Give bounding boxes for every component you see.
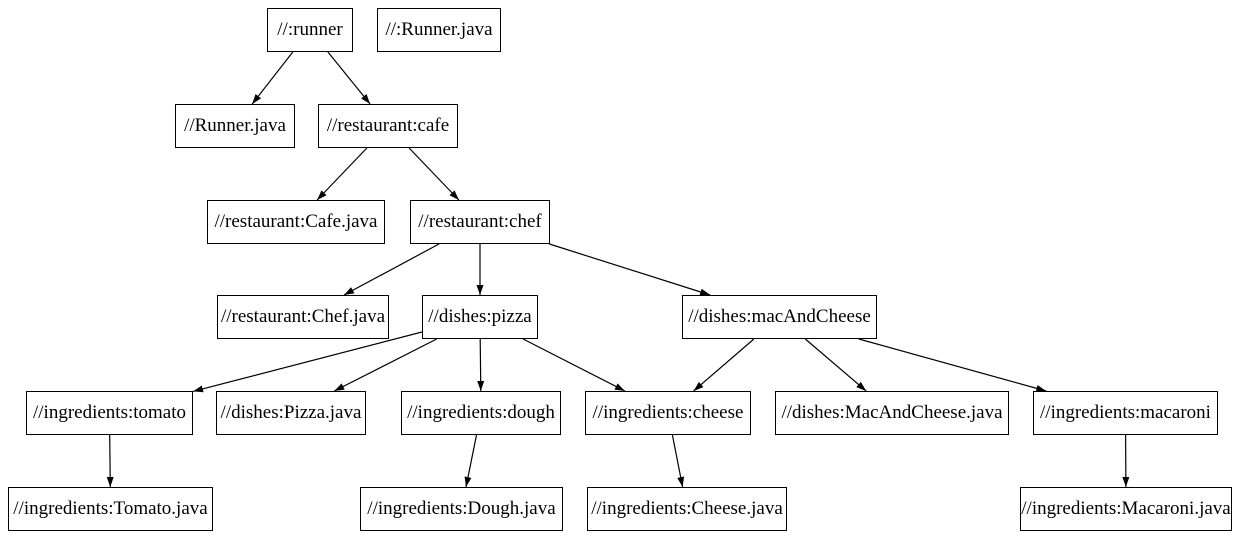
graph-node-label: //ingredients:macaroni: [1040, 402, 1211, 423]
graph-node-label: //ingredients:dough: [407, 402, 555, 423]
graph-node-cafe-java-file: //restaurant:Cafe.java: [207, 200, 385, 244]
graph-node-cafe: //restaurant:cafe: [318, 104, 458, 148]
graph-node-pizza-java-file: //dishes:Pizza.java: [216, 391, 366, 435]
graph-node-label: //ingredients:Macaroni.java: [1021, 498, 1231, 519]
graph-node-dough-java-file: //ingredients:Dough.java: [360, 487, 563, 531]
graph-node-label: //dishes:MacAndCheese.java: [781, 402, 1003, 423]
graph-node-chef-java-file: //restaurant:Chef.java: [217, 295, 389, 339]
graph-node-target-runner: //:runner: [267, 8, 353, 52]
graph-edge-target-runner-to-cafe: [327, 51, 371, 105]
graph-node-tomato: //ingredients:tomato: [26, 391, 193, 435]
graph-node-label: //ingredients:Tomato.java: [13, 498, 208, 519]
graph-node-label: //restaurant:chef: [418, 211, 542, 232]
graph-edge-tomato-to-tomato-java-file: [106, 434, 114, 488]
graph-node-dough: //ingredients:dough: [401, 391, 561, 435]
graph-edge-dough-to-dough-java-file: [464, 434, 478, 488]
graph-node-chef: //restaurant:chef: [410, 200, 550, 244]
graph-node-label: //:Runner.java: [385, 19, 493, 40]
graph-node-label: //ingredients:Dough.java: [367, 498, 556, 519]
graph-edge-cafe-to-chef: [408, 147, 460, 201]
graph-node-label: //restaurant:cafe: [326, 115, 450, 136]
graph-node-label: //ingredients:Cheese.java: [591, 498, 783, 519]
graph-node-label: //Runner.java: [184, 115, 286, 136]
graph-node-mac-and-cheese-java-file: //dishes:MacAndCheese.java: [775, 391, 1009, 435]
graph-edge-pizza-to-cheese: [522, 338, 626, 392]
graph-edge-target-runner-to-runner-java-file: [251, 51, 294, 105]
graph-node-runner-java-file: //Runner.java: [175, 104, 295, 148]
graph-edge-cheese-to-cheese-java-file: [671, 434, 685, 488]
graph-edge-pizza-to-dough: [477, 338, 485, 392]
graph-node-label: //ingredients:cheese: [592, 402, 744, 423]
graph-node-runner-java-target: //:Runner.java: [377, 8, 501, 52]
graph-edge-mac-and-cheese-to-mac-and-cheese-java-file: [804, 338, 867, 392]
graph-node-label: //dishes:macAndCheese: [688, 306, 871, 327]
graph-node-label: //restaurant:Cafe.java: [214, 211, 378, 232]
graph-node-pizza: //dishes:pizza: [422, 295, 538, 339]
graph-edge-mac-and-cheese-to-cheese: [693, 338, 755, 392]
graph-node-label: //restaurant:Chef.java: [220, 306, 386, 327]
graph-node-cheese-java-file: //ingredients:Cheese.java: [587, 487, 787, 531]
graph-edge-pizza-to-tomato: [192, 331, 423, 393]
graph-node-tomato-java-file: //ingredients:Tomato.java: [8, 487, 213, 531]
graph-edge-chef-to-chef-java-file: [343, 243, 440, 296]
graph-node-label: //:runner: [277, 19, 343, 40]
graph-node-mac-and-cheese: //dishes:macAndCheese: [682, 295, 877, 339]
graph-edge-mac-and-cheese-to-macaroni: [858, 338, 1047, 392]
graph-node-label: //dishes:Pizza.java: [220, 402, 362, 423]
graph-node-macaroni-java-file: //ingredients:Macaroni.java: [1020, 487, 1232, 531]
graph-node-cheese: //ingredients:cheese: [585, 391, 751, 435]
graph-edge-pizza-to-pizza-java-file: [334, 338, 437, 392]
graph-edge-chef-to-mac-and-cheese: [549, 243, 711, 296]
graph-node-label: //ingredients:tomato: [32, 402, 187, 423]
graph-node-macaroni: //ingredients:macaroni: [1033, 391, 1218, 435]
graph-edge-cafe-to-cafe-java-file: [316, 147, 368, 201]
graph-node-label: //dishes:pizza: [428, 306, 532, 327]
